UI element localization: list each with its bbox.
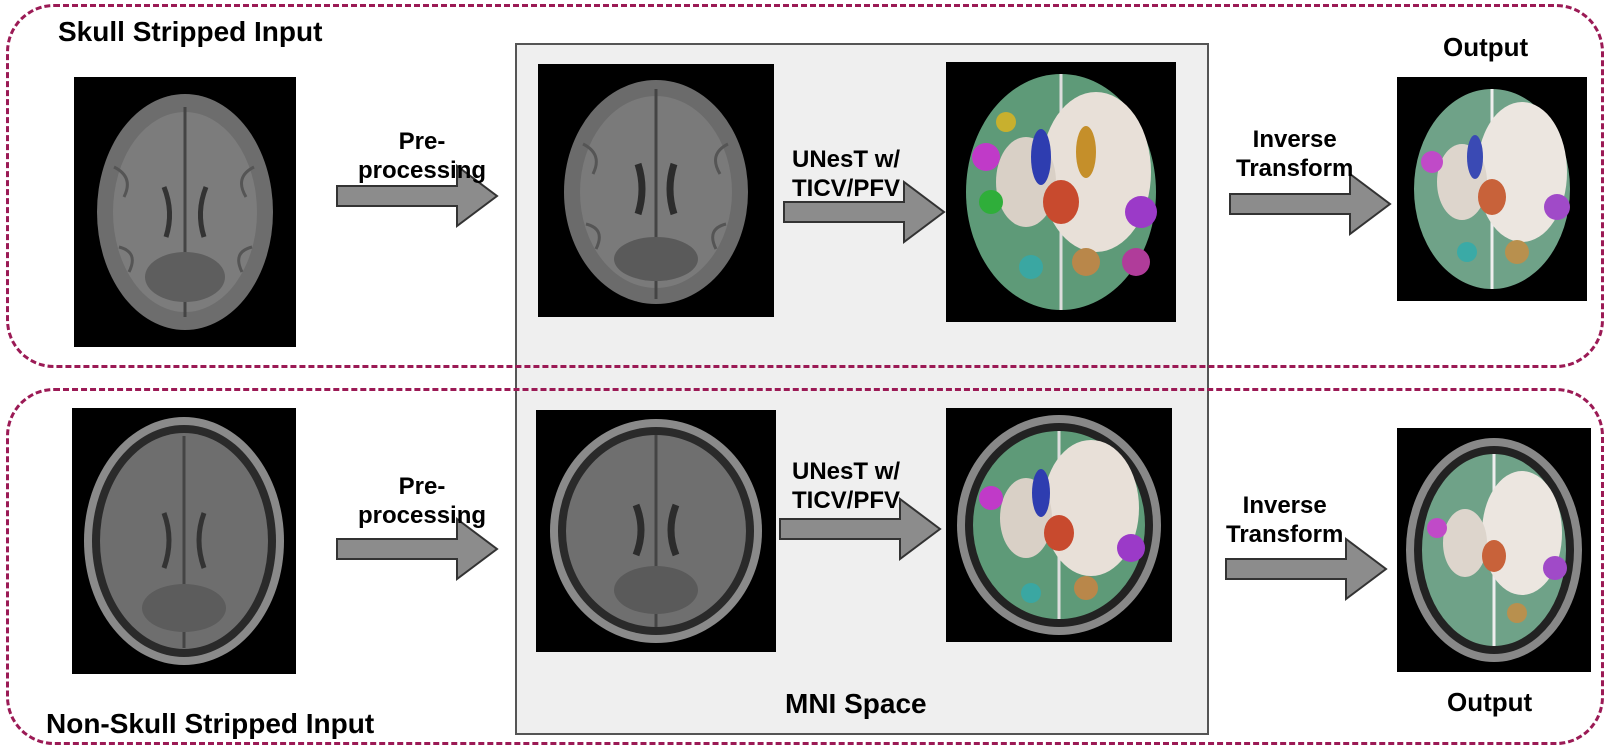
inverse-transform-arrow-top xyxy=(1228,172,1394,238)
inverse-transform-label-bottom: Inverse Transform xyxy=(1226,492,1344,548)
preprocessing-arrow-bottom xyxy=(335,517,501,583)
non-skull-stripped-group xyxy=(6,388,1604,745)
unest-label-bottom: UNesT w/ TICV/PFV xyxy=(792,458,901,514)
segmentation-image-bottom xyxy=(946,408,1172,642)
unest-arrow-top xyxy=(782,180,948,246)
output-label-top: Output xyxy=(1443,32,1529,62)
inverse-transform-arrow-bottom xyxy=(1224,537,1390,603)
preprocessing-arrow-top xyxy=(335,164,501,230)
skull-stripped-title: Skull Stripped Input xyxy=(58,16,323,47)
segmentation-image-top xyxy=(946,62,1176,322)
inverse-transform-label-top: Inverse Transform xyxy=(1236,126,1354,182)
output-label-bottom: Output xyxy=(1447,687,1533,717)
preprocessed-image-top xyxy=(538,64,774,317)
skull-stripped-input-image xyxy=(74,77,296,347)
non-skull-stripped-input-image xyxy=(72,408,296,674)
mni-space-label: MNI Space xyxy=(785,688,927,719)
preprocessed-image-bottom xyxy=(536,410,776,652)
non-skull-stripped-title: Non-Skull Stripped Input xyxy=(46,708,375,739)
unest-label-top: UNesT w/ TICV/PFV xyxy=(792,146,901,202)
output-image-bottom xyxy=(1397,428,1591,672)
skull-stripped-group xyxy=(6,4,1604,368)
output-image-top xyxy=(1397,77,1587,301)
preprocessing-label-top: Pre- processing xyxy=(358,128,487,184)
preprocessing-label-bottom: Pre- processing xyxy=(358,473,487,529)
unest-arrow-bottom xyxy=(778,497,944,563)
